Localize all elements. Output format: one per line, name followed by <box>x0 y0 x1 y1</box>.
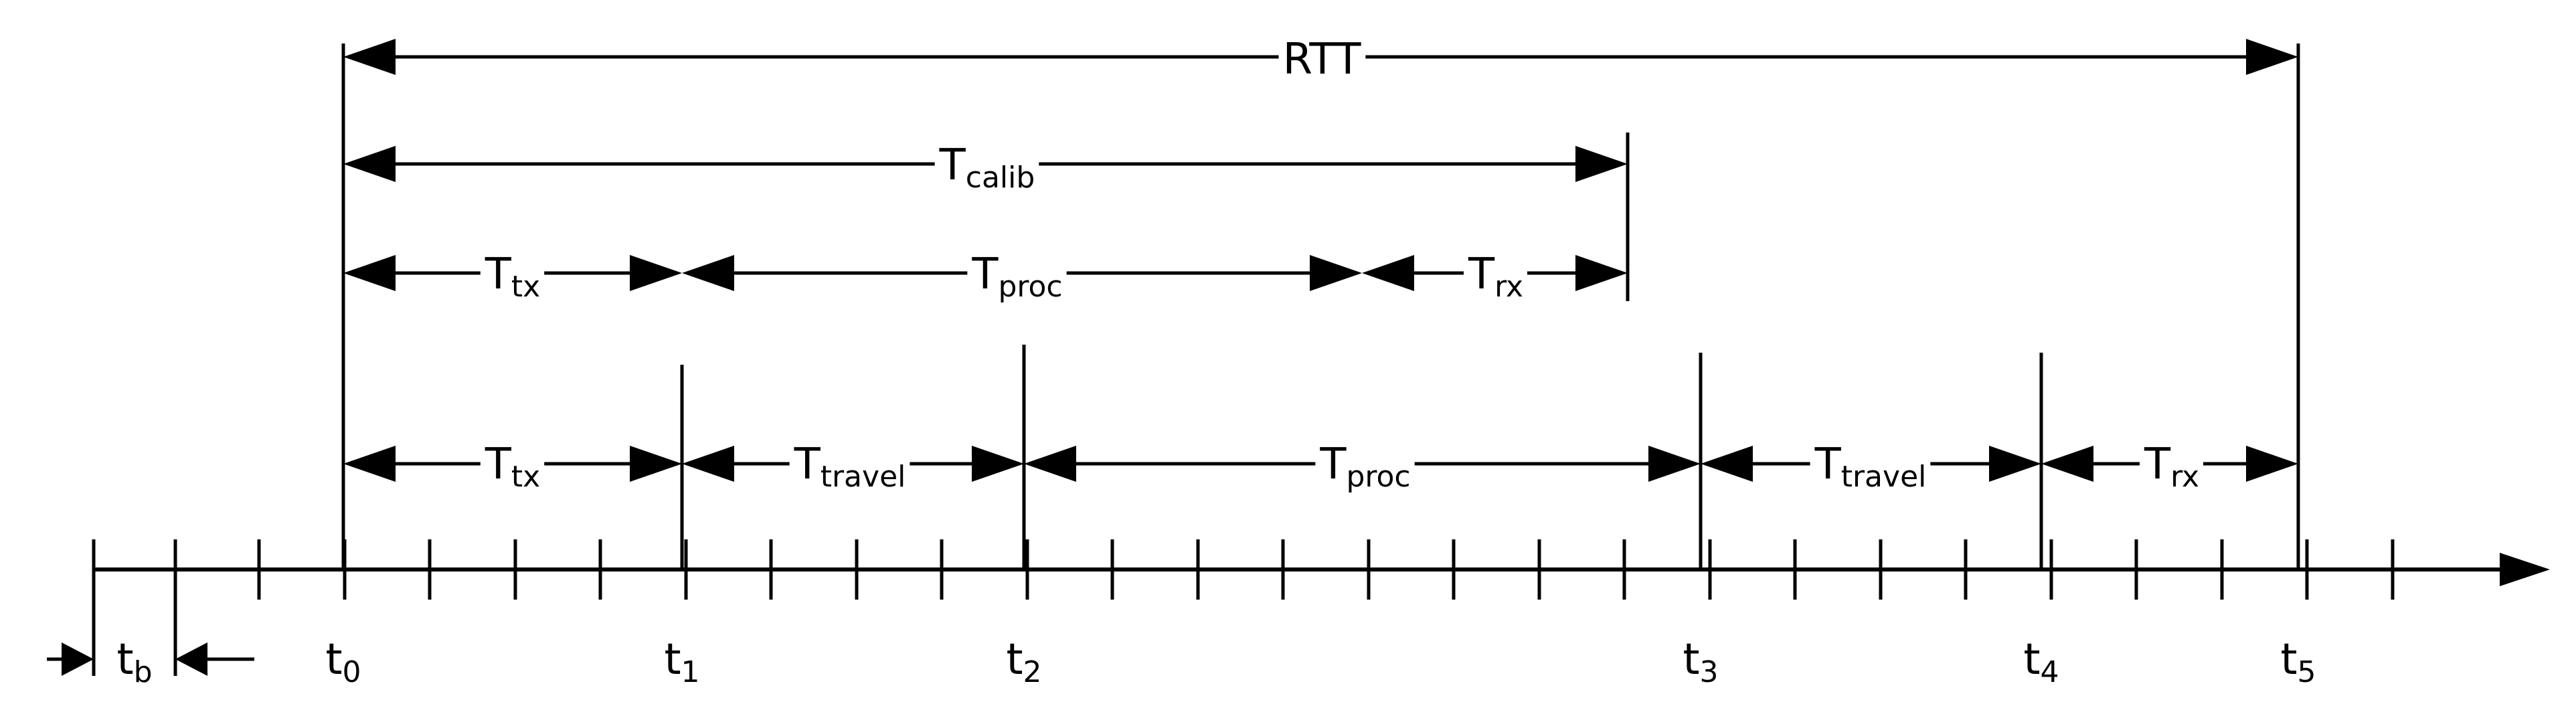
arrowhead-right <box>2246 39 2298 75</box>
label-background <box>934 143 1039 192</box>
label-row3-ttravel-2-main: T <box>1814 440 1842 489</box>
label-background <box>789 442 910 491</box>
arrowhead-right <box>1575 255 1628 291</box>
arrowhead-right <box>1575 146 1628 182</box>
arrowhead-right <box>1989 446 2041 482</box>
arrowhead-right <box>2246 446 2298 482</box>
time-labels: t0 t1 t2 t3 t4 t5 <box>325 635 2316 689</box>
label-row3-ttravel-2: Ttravel <box>1814 440 1927 494</box>
arrowhead-left <box>2041 446 2093 482</box>
label-tcalib-sub: calib <box>966 161 1035 195</box>
arrowhead-left <box>343 446 396 482</box>
arrowhead-right <box>1310 255 1362 291</box>
interval-arrows <box>343 39 2298 482</box>
arrowhead-right <box>630 446 682 482</box>
label-row2-trx-main: T <box>1468 250 1495 299</box>
label-row2-tproc-main: T <box>971 250 999 299</box>
label-t3: t3 <box>1683 635 1718 689</box>
label-tb: tb <box>116 635 152 689</box>
label-t2: t2 <box>1006 635 1041 689</box>
label-row2-ttx-main: T <box>485 250 512 299</box>
arrowhead-right <box>972 446 1024 482</box>
axis-arrowhead <box>2500 553 2550 586</box>
label-t1-sub: 1 <box>681 655 700 689</box>
label-tb-main: t <box>116 635 133 685</box>
label-background <box>1463 252 1528 301</box>
tb-right-arrowhead <box>175 642 207 676</box>
label-background <box>1315 442 1415 491</box>
label-row3-ttravel-1-sub: travel <box>821 460 906 494</box>
label-background <box>1810 442 1931 491</box>
label-t5: t5 <box>2280 635 2316 689</box>
arrowhead-left <box>343 146 396 182</box>
label-t5-main: t <box>2280 635 2297 685</box>
tb-interval: tb <box>47 539 254 689</box>
arrowhead-left <box>343 39 396 75</box>
label-background <box>1278 37 1366 82</box>
label-t0: t0 <box>325 635 361 689</box>
label-t1-main: t <box>664 635 681 685</box>
label-row3-trx-main: T <box>2144 440 2171 489</box>
label-t0-sub: 0 <box>343 655 361 689</box>
label-t2-main: t <box>1006 635 1023 685</box>
label-t4-main: t <box>2023 635 2040 685</box>
label-tcalib-main: T <box>939 141 966 190</box>
label-row3-trx: Trx <box>2144 440 2199 494</box>
label-row3-ttravel-1-main: T <box>794 440 821 489</box>
label-tb-sub: b <box>134 655 153 689</box>
label-t3-sub: 3 <box>1700 655 1719 689</box>
label-t4-sub: 4 <box>2041 655 2059 689</box>
label-background <box>2139 442 2204 491</box>
axis-ticks <box>92 539 2395 600</box>
label-t2-sub: 2 <box>1023 655 1042 689</box>
label-t0-main: t <box>325 635 342 685</box>
label-tcalib: Tcalib <box>939 141 1035 195</box>
label-row3-ttravel-2-sub: travel <box>1841 460 1927 494</box>
label-rtt: RTT <box>1283 35 1362 84</box>
label-background <box>480 442 545 491</box>
label-row3-ttravel-1: Ttravel <box>794 440 906 494</box>
label-row2-tproc-sub: proc <box>998 270 1062 304</box>
interval-labels: RTT Tcalib Ttx Tproc Trx Ttx Ttravel Tpr… <box>480 35 2204 494</box>
label-background <box>967 252 1067 301</box>
label-row3-ttx-sub: tx <box>511 460 540 494</box>
label-row2-ttx: Ttx <box>485 250 540 304</box>
label-t3-main: t <box>1683 635 1699 685</box>
label-row2-trx-sub: rx <box>1494 270 1523 304</box>
label-background <box>480 252 545 301</box>
label-row3-tproc: Tproc <box>1319 440 1410 494</box>
arrowhead-right <box>1648 446 1701 482</box>
arrowhead-left <box>1024 446 1076 482</box>
label-row3-ttx-main: T <box>485 440 512 489</box>
label-t1: t1 <box>664 635 699 689</box>
label-row3-ttx: Ttx <box>485 440 540 494</box>
label-t5-sub: 5 <box>2298 655 2316 689</box>
label-row3-trx-sub: rx <box>2170 460 2199 494</box>
arrowhead-left <box>682 255 734 291</box>
label-row2-tproc: Tproc <box>971 250 1062 304</box>
arrowhead-left <box>343 255 396 291</box>
label-row2-ttx-sub: tx <box>511 270 540 304</box>
label-t4: t4 <box>2023 635 2059 689</box>
label-row2-trx: Trx <box>1468 250 1523 304</box>
label-row3-tproc-sub: proc <box>1346 460 1410 494</box>
label-row3-tproc-main: T <box>1319 440 1347 489</box>
tb-left-arrowhead <box>62 642 94 676</box>
arrowhead-left <box>1701 446 1753 482</box>
arrowhead-left <box>682 446 734 482</box>
label-rtt-main: RTT <box>1283 35 1362 84</box>
arrowhead-left <box>1362 255 1414 291</box>
arrowhead-right <box>630 255 682 291</box>
vertical-markers <box>341 43 2300 569</box>
